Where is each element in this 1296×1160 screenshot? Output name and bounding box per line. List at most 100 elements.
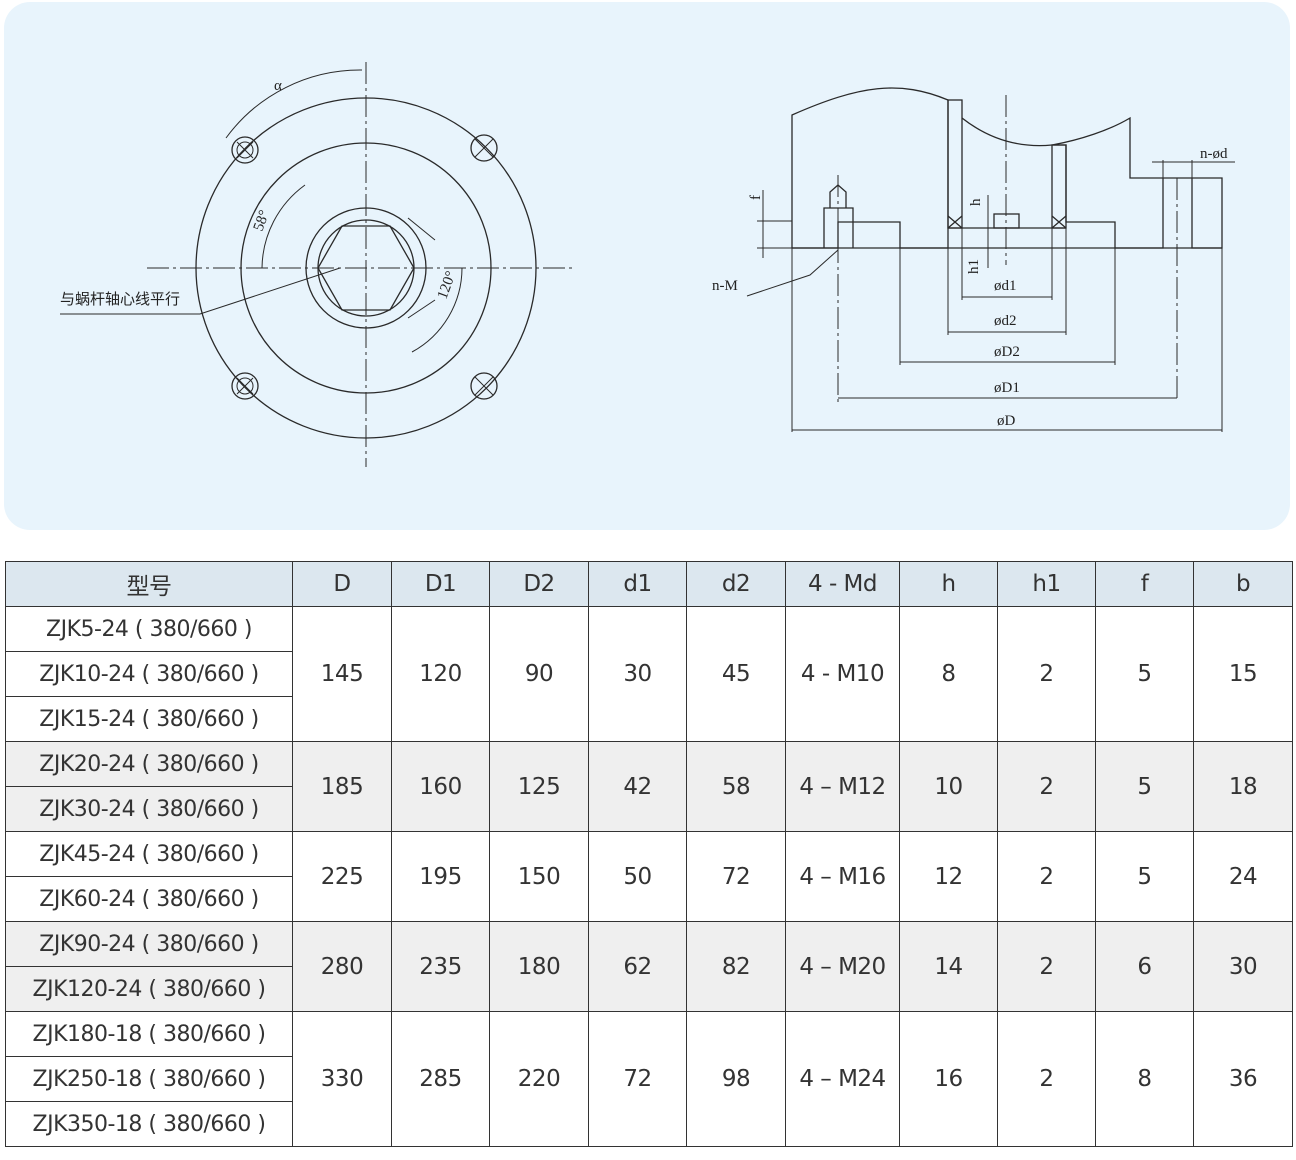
D1-label: øD1 (994, 380, 1020, 396)
value-cell: 90 (489, 606, 589, 742)
value-cell: 10 (899, 741, 998, 832)
d1-label: ød1 (994, 278, 1017, 294)
table-row: ZJK120-24 ( 380/660 ) (5, 966, 1293, 1012)
model-cell: ZJK30-24 ( 380/660 ) (5, 786, 293, 832)
value-cell: 195 (391, 831, 490, 922)
technical-drawing: α 58° 120° 与蜗杆轴心线平行 (60, 62, 1235, 467)
n-d-label: n-ød (1200, 146, 1228, 162)
value-cell: 120 (391, 606, 490, 742)
model-cell: ZJK15-24 ( 380/660 ) (5, 696, 293, 742)
column-header: 型号 (5, 561, 293, 607)
column-header: d1 (588, 561, 687, 607)
value-cell: 18 (1193, 741, 1293, 832)
value-cell: 2 (997, 1011, 1096, 1147)
value-cell: 50 (588, 831, 687, 922)
column-header: D1 (391, 561, 490, 607)
value-cell: 5 (1095, 606, 1194, 742)
h-label: h (968, 198, 984, 206)
value-cell: 30 (588, 606, 687, 742)
drawing-panel (4, 2, 1290, 530)
D2-label: øD2 (994, 344, 1020, 360)
value-cell: 2 (997, 831, 1096, 922)
column-header: D2 (489, 561, 589, 607)
bolt-hole-icon (231, 136, 259, 164)
model-cell: ZJK20-24 ( 380/660 ) (5, 741, 293, 787)
f-label: f (748, 195, 764, 200)
value-cell: 150 (489, 831, 589, 922)
table-row: ZJK350-18 ( 380/660 ) (5, 1101, 1293, 1147)
angle-58-label: 58° (251, 208, 273, 233)
value-cell: 4 – M12 (785, 741, 900, 832)
value-cell: 225 (292, 831, 392, 922)
value-cell: 30 (1193, 921, 1293, 1012)
column-header: b (1193, 561, 1293, 607)
value-cell: 14 (899, 921, 998, 1012)
column-header: d2 (686, 561, 786, 607)
h1-label: h1 (966, 259, 982, 274)
value-cell: 235 (391, 921, 490, 1012)
value-cell: 145 (292, 606, 392, 742)
bolt-hole-icon (470, 372, 498, 400)
value-cell: 15 (1193, 606, 1293, 742)
value-cell: 5 (1095, 831, 1194, 922)
model-cell: ZJK45-24 ( 380/660 ) (5, 831, 293, 877)
value-cell: 160 (391, 741, 490, 832)
table-row: ZJK10-24 ( 380/660 ) (5, 651, 1293, 697)
value-cell: 62 (588, 921, 687, 1012)
column-header: h (899, 561, 998, 607)
model-cell: ZJK180-18 ( 380/660 ) (5, 1011, 293, 1057)
value-cell: 98 (686, 1011, 786, 1147)
model-cell: ZJK60-24 ( 380/660 ) (5, 876, 293, 922)
angle-120-label: 120° (435, 269, 460, 301)
model-cell: ZJK90-24 ( 380/660 ) (5, 921, 293, 967)
value-cell: 2 (997, 741, 1096, 832)
bolt-hole-icon (231, 372, 259, 400)
value-cell: 220 (489, 1011, 589, 1147)
value-cell: 24 (1193, 831, 1293, 922)
table-row: ZJK250-18 ( 380/660 ) (5, 1056, 1293, 1102)
value-cell: 2 (997, 921, 1096, 1012)
column-header: D (292, 561, 392, 607)
value-cell: 12 (899, 831, 998, 922)
model-cell: ZJK250-18 ( 380/660 ) (5, 1056, 293, 1102)
value-cell: 6 (1095, 921, 1194, 1012)
table-row: ZJK60-24 ( 380/660 ) (5, 876, 1293, 922)
parallel-note: 与蜗杆轴心线平行 (60, 290, 180, 308)
value-cell: 185 (292, 741, 392, 832)
bolt-hole-icon (470, 134, 498, 162)
value-cell: 58 (686, 741, 786, 832)
value-cell: 8 (1095, 1011, 1194, 1147)
value-cell: 280 (292, 921, 392, 1012)
value-cell: 285 (391, 1011, 490, 1147)
value-cell: 2 (997, 606, 1096, 742)
column-header: f (1095, 561, 1194, 607)
value-cell: 82 (686, 921, 786, 1012)
d2-label: ød2 (994, 313, 1017, 329)
flange-top-view: α 58° 120° 与蜗杆轴心线平行 (60, 62, 576, 467)
value-cell: 36 (1193, 1011, 1293, 1147)
value-cell: 4 - M10 (785, 606, 900, 742)
column-header: 4 - Md (785, 561, 900, 607)
flange-section-view: f h h1 n-M n-ød ød1 ød2 øD2 øD1 øD (712, 87, 1235, 432)
value-cell: 180 (489, 921, 589, 1012)
model-cell: ZJK120-24 ( 380/660 ) (5, 966, 293, 1012)
value-cell: 42 (588, 741, 687, 832)
value-cell: 4 – M20 (785, 921, 900, 1012)
value-cell: 5 (1095, 741, 1194, 832)
column-header: h1 (997, 561, 1096, 607)
value-cell: 72 (686, 831, 786, 922)
value-cell: 4 – M24 (785, 1011, 900, 1147)
value-cell: 125 (489, 741, 589, 832)
D-label: øD (997, 413, 1016, 429)
table-row: ZJK15-24 ( 380/660 ) (5, 696, 1293, 742)
value-cell: 8 (899, 606, 998, 742)
model-cell: ZJK350-18 ( 380/660 ) (5, 1101, 293, 1147)
table-row: ZJK30-24 ( 380/660 ) (5, 786, 1293, 832)
model-cell: ZJK5-24 ( 380/660 ) (5, 606, 293, 652)
